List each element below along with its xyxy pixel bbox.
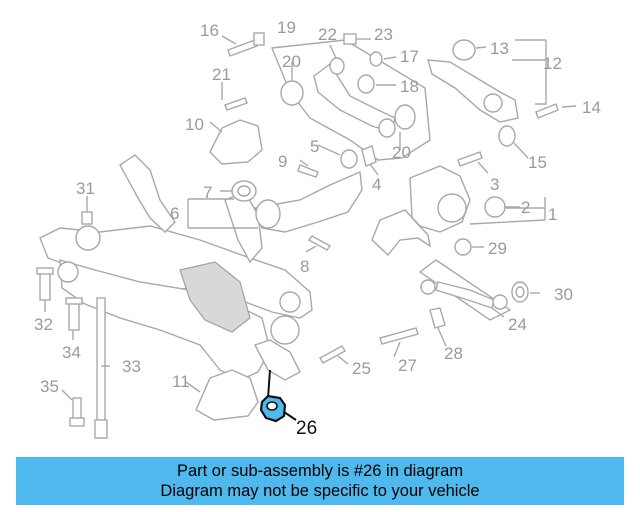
upper-link-19 xyxy=(271,39,431,161)
toe-link-24 xyxy=(418,259,529,329)
bolt-16 xyxy=(227,32,265,57)
label-18: 18 xyxy=(400,77,419,96)
label-5: 5 xyxy=(310,137,319,156)
label-10: 10 xyxy=(185,115,204,134)
label-20-lower: 20 xyxy=(392,143,411,162)
bolt-21 xyxy=(224,97,248,111)
label-4: 4 xyxy=(372,175,381,194)
lower-arm-12 xyxy=(427,39,547,123)
label-33: 33 xyxy=(122,357,141,376)
bolt-32 xyxy=(36,267,54,301)
label-28: 28 xyxy=(444,344,463,363)
label-23: 23 xyxy=(374,25,393,44)
nut-26[interactable] xyxy=(259,369,297,423)
knuckle-1 xyxy=(371,103,559,257)
bolt-31 xyxy=(81,211,93,225)
label-25: 25 xyxy=(352,359,371,378)
label-30: 30 xyxy=(554,285,573,304)
mount-10 xyxy=(209,119,263,165)
bolt-25 xyxy=(319,345,346,364)
bushing-7 xyxy=(231,180,257,202)
label-21: 21 xyxy=(212,65,231,84)
label-24: 24 xyxy=(508,315,527,334)
label-19: 19 xyxy=(277,18,296,37)
small-parts-22-23-17-18 xyxy=(297,33,383,178)
bolt-34 xyxy=(65,297,83,331)
label-13: 13 xyxy=(490,39,509,58)
label-20-upper: 20 xyxy=(282,52,301,71)
washer-30 xyxy=(515,286,525,298)
label-15: 15 xyxy=(528,153,547,172)
rod-33 xyxy=(94,297,108,439)
bolt-8 xyxy=(307,235,332,251)
label-2: 2 xyxy=(521,198,530,217)
label-22: 22 xyxy=(318,25,337,44)
label-26: 26 xyxy=(296,418,317,439)
mount-11 xyxy=(195,369,259,421)
banner-line-1: Part or sub-assembly is #26 in diagram xyxy=(176,462,464,480)
label-31: 31 xyxy=(76,179,95,198)
label-6: 6 xyxy=(170,204,179,223)
label-1: 1 xyxy=(548,205,557,224)
upper-control-arm xyxy=(254,170,363,233)
label-17: 17 xyxy=(400,47,419,66)
label-12: 12 xyxy=(543,54,562,73)
label-29: 29 xyxy=(488,239,507,258)
label-35: 35 xyxy=(40,377,59,396)
parts-diagram: 1 2 3 4 5 6 7 8 9 10 11 12 13 14 15 16 1… xyxy=(34,18,601,439)
label-27: 27 xyxy=(398,356,417,375)
leader-lines xyxy=(44,35,577,401)
banner-line-2: Diagram may not be specific to your vehi… xyxy=(160,482,480,500)
label-3: 3 xyxy=(490,175,499,194)
bolt-35 xyxy=(69,397,85,427)
label-9: 9 xyxy=(278,152,287,171)
part-labels: 1 2 3 4 5 6 7 8 9 10 11 12 13 14 15 16 1… xyxy=(34,18,601,439)
label-8: 8 xyxy=(300,257,309,276)
rear-subframe xyxy=(39,154,313,381)
label-11: 11 xyxy=(172,372,190,391)
label-32: 32 xyxy=(34,315,53,334)
info-banner: Part or sub-assembly is #26 in diagram D… xyxy=(16,457,624,505)
label-14: 14 xyxy=(582,98,601,117)
label-7: 7 xyxy=(203,183,212,202)
bolt-27 xyxy=(379,327,419,345)
label-34: 34 xyxy=(62,343,81,362)
label-16: 16 xyxy=(200,21,219,40)
